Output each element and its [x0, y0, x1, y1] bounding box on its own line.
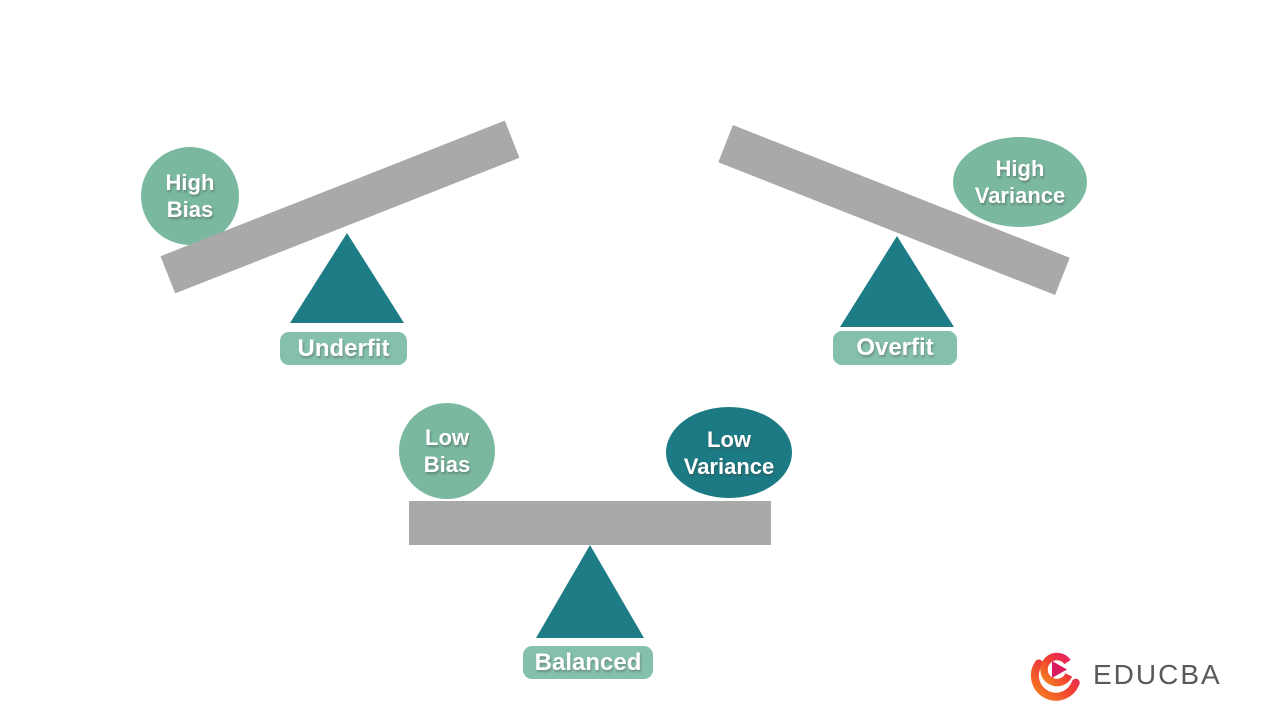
low-variance-line2: Variance: [683, 453, 775, 479]
overfit-fulcrum-triangle: [840, 236, 954, 327]
balanced-label-text: Balanced: [534, 648, 642, 676]
high-bias-bubble: High Bias: [141, 147, 239, 245]
educba-play-swirl-icon: [1030, 652, 1080, 701]
educba-logo-text: EDUCBA: [1093, 658, 1222, 690]
balanced-fulcrum-triangle: [536, 545, 644, 638]
balanced-label: Balanced: [523, 646, 653, 679]
low-variance-line1: Low: [707, 426, 751, 452]
balanced-seesaw-plank: [409, 501, 771, 545]
high-bias-line2: Bias: [166, 197, 214, 222]
low-bias-line1: Low: [425, 425, 469, 450]
high-bias-line1: High: [165, 170, 215, 195]
low-variance-bubble: Low Variance: [666, 407, 792, 498]
overfit-label-text: Overfit: [856, 334, 934, 361]
underfit-label: Underfit: [280, 332, 407, 365]
underfit-fulcrum-triangle: [290, 233, 404, 323]
high-variance-line1: High: [995, 156, 1045, 181]
underfit-label-text: Underfit: [297, 334, 390, 362]
high-variance-line2: Variance: [974, 183, 1066, 208]
high-variance-bubble: High Variance: [953, 137, 1087, 227]
low-bias-line2: Bias: [423, 452, 471, 477]
overfit-label: Overfit: [833, 331, 957, 365]
educba-logo: EDUCBA: [1030, 645, 1222, 704]
low-bias-bubble: Low Bias: [399, 403, 495, 499]
